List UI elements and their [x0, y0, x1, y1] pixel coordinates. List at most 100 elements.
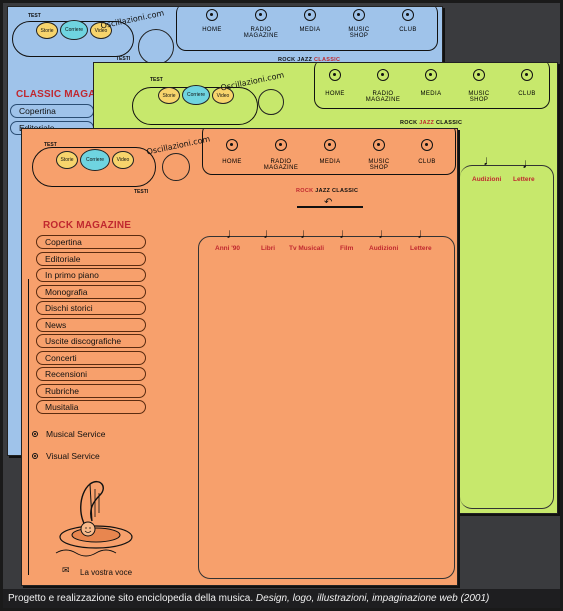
note-icon: ♩ [522, 155, 536, 171]
logo-bubble-video[interactable]: Video [90, 22, 112, 39]
nav-media[interactable]: MEDIA [420, 91, 442, 97]
note-icon: ♩ [226, 225, 240, 241]
rock-menu: Copertina Editoriale In primo piano Mono… [36, 235, 146, 417]
rock-content-area [198, 236, 455, 579]
nav-music-shop[interactable]: MUSIC SHOP [348, 27, 370, 39]
nav-dot-icon[interactable] [275, 139, 287, 151]
nav-home[interactable]: HOME [202, 27, 222, 33]
nav-rail [202, 129, 456, 175]
nav-radio-magazine[interactable]: RADIO MAGAZINE [365, 91, 401, 103]
genre-classic[interactable]: CLASSIC [314, 57, 341, 63]
nav-dot-icon[interactable] [329, 69, 341, 81]
caption-italic-text: Design, logo, illustrazioni, impaginazio… [255, 593, 490, 604]
musical-service-label: Musical Service [46, 429, 106, 439]
rock-menu-item-copertina[interactable]: Copertina [36, 235, 146, 249]
logo-bubble-label: Storie [162, 92, 176, 99]
nav-radio-magazine[interactable]: RADIO MAGAZINE [263, 159, 299, 171]
logo-bubble-label: Video [94, 27, 108, 34]
nav-dot-icon[interactable] [353, 9, 365, 21]
logo-tag-testi: TESTI [134, 189, 149, 195]
genre-switch[interactable]: ROCK JAZZ CLASSIC [400, 120, 462, 126]
nav-dot-icon[interactable] [402, 9, 414, 21]
nav-music-shop[interactable]: MUSIC SHOP [368, 159, 390, 171]
rock-menu-item-uscite-discografiche[interactable]: Uscite discografiche [36, 334, 146, 348]
genre-classic[interactable]: CLASSIC [332, 188, 359, 194]
genre-rock[interactable]: ROCK [296, 188, 314, 194]
note-icon: ♩ [378, 225, 392, 241]
nav-media[interactable]: MEDIA [299, 27, 321, 33]
logo-tag-test: TEST [28, 13, 41, 19]
logo-bubble-video[interactable]: Video [112, 151, 134, 169]
rock-menu-item-rubriche[interactable]: Rubriche [36, 383, 146, 398]
logo-bubble-storie[interactable]: Storie [36, 22, 58, 39]
logo-bubble-storie[interactable]: Storie [56, 151, 78, 169]
nav-club[interactable]: CLUB [418, 159, 436, 165]
logo-bubble-video[interactable]: Video [212, 87, 234, 104]
rock-menu-item-monografia[interactable]: Monografia [36, 284, 146, 299]
harp-swimmer-illustration [55, 480, 133, 557]
musical-service-link[interactable]: Musical Service [32, 429, 106, 439]
genre-switch[interactable]: ROCK JAZZ CLASSIC [278, 57, 340, 63]
nav-dot-icon[interactable] [206, 9, 218, 21]
genre-jazz[interactable]: JAZZ [297, 57, 313, 63]
nav-music-shop[interactable]: MUSIC SHOP [468, 91, 490, 103]
nav-dot-icon[interactable] [421, 139, 433, 151]
rock-menu-item-in-primo-piano[interactable]: In primo piano [36, 268, 146, 282]
rock-menu-item-musitalia[interactable]: Musitalia [36, 400, 146, 414]
genre-jazz[interactable]: JAZZ [419, 120, 435, 126]
nav-club[interactable]: CLUB [399, 27, 417, 33]
note-icon: ♩ [417, 225, 431, 241]
logo-bubble-label: Storie [60, 157, 74, 163]
subnav-film[interactable]: Film [340, 245, 354, 252]
la-vostra-voce-link[interactable]: La vostra voce [80, 568, 133, 577]
nav-club[interactable]: CLUB [518, 91, 536, 97]
nav-dot-icon[interactable] [473, 69, 485, 81]
nav-dot-icon[interactable] [304, 9, 316, 21]
jazz-content-area [460, 165, 554, 509]
genre-rock[interactable]: ROCK [400, 120, 418, 126]
rock-menu-item-editoriale[interactable]: Editoriale [36, 251, 146, 266]
nav-home[interactable]: HOME [222, 159, 242, 165]
genre-rock[interactable]: ROCK [278, 57, 296, 63]
logo-tag-test: TEST [44, 142, 57, 148]
rock-menu-item-recensioni[interactable]: Recensioni [36, 367, 146, 381]
nav-dot-icon[interactable] [377, 69, 389, 81]
subnav-libri[interactable]: Libri [261, 245, 276, 252]
nav-dot-icon[interactable] [255, 9, 267, 21]
nav-radio-magazine[interactable]: RADIO MAGAZINE [243, 27, 279, 39]
nav-home[interactable]: HOME [325, 91, 345, 97]
nav-dot-icon[interactable] [373, 139, 385, 151]
visual-service-link[interactable]: Visual Service [32, 451, 100, 461]
subnav-tv-musicali[interactable]: Tv Musicali [289, 245, 325, 252]
note-icon: ♩ [300, 225, 314, 241]
nav-dot-icon[interactable] [425, 69, 437, 81]
note-icon: ♩ [263, 225, 277, 241]
subnav-lettere[interactable]: Lettere [513, 176, 535, 183]
genre-classic[interactable]: CLASSIC [436, 120, 463, 126]
genre-jazz[interactable]: JAZZ [315, 188, 331, 194]
logo-bubble-corriere[interactable]: Corriere [80, 149, 110, 171]
logo-knob-icon [162, 153, 190, 181]
nav-dot-icon[interactable] [226, 139, 238, 151]
nav-dot-icon[interactable] [324, 139, 336, 151]
logo-bubble-corriere[interactable]: Corriere [60, 20, 88, 40]
switch-arrow-icon: ↶ [324, 197, 333, 208]
genre-switch[interactable]: ROCK JAZZ CLASSIC [296, 188, 358, 194]
visual-service-label: Visual Service [46, 451, 100, 461]
logo-bubble-corriere[interactable]: Corriere [182, 85, 210, 105]
subnav-audizioni[interactable]: Audizioni [369, 245, 399, 252]
classic-menu-item[interactable]: Copertina [10, 104, 94, 118]
nav-media[interactable]: MEDIA [319, 159, 341, 165]
logo-bubble-storie[interactable]: Storie [158, 87, 180, 104]
nav-dot-icon[interactable] [521, 69, 533, 81]
subnav-audizioni[interactable]: Audizioni [472, 176, 502, 183]
logo-knob-icon [258, 89, 284, 115]
rock-menu-item-concerti[interactable]: Concerti [36, 350, 146, 365]
rock-magazine-page: TEST Storie Corriere Video TESTI Oscilla… [21, 128, 458, 586]
rock-menu-item-news[interactable]: News [36, 317, 146, 332]
logo-bubble-label: Video [116, 157, 130, 163]
subnav-lettere[interactable]: Lettere [410, 245, 432, 252]
rock-menu-item-dischi-storici[interactable]: Dischi storici [36, 301, 146, 315]
logo-bubble-label: Corriere [64, 27, 84, 33]
subnav-anni-90[interactable]: Anni '90 [215, 245, 241, 252]
